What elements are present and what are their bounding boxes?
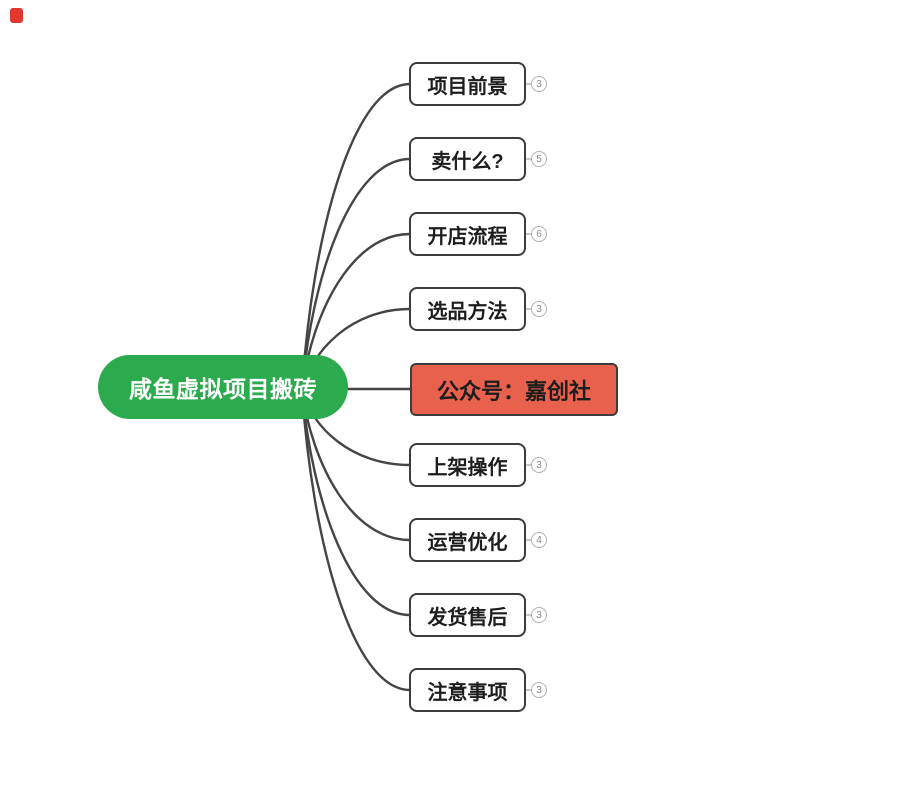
collapsed-count-badge[interactable]: 6 [531, 226, 547, 242]
connector-line [300, 388, 412, 692]
topic-node[interactable]: 开店流程 [409, 212, 526, 256]
collapsed-count-badge[interactable]: 3 [531, 301, 547, 317]
collapsed-count-badge[interactable]: 3 [531, 607, 547, 623]
topic-node[interactable]: 上架操作 [409, 443, 526, 487]
central-topic[interactable]: 咸鱼虚拟项目搬砖 [98, 355, 348, 419]
collapsed-count-badge[interactable]: 3 [531, 76, 547, 92]
collapsed-count-badge[interactable]: 5 [531, 151, 547, 167]
connector-line [300, 388, 412, 617]
collapsed-count-badge[interactable]: 3 [531, 457, 547, 473]
connector-line [300, 157, 412, 392]
topic-node[interactable]: 卖什么? [409, 137, 526, 181]
topic-node[interactable]: 发货售后 [409, 593, 526, 637]
connector-line [300, 82, 412, 392]
topic-node[interactable]: 运营优化 [409, 518, 526, 562]
collapsed-count-badge[interactable]: 4 [531, 532, 547, 548]
topic-node[interactable]: 注意事项 [409, 668, 526, 712]
topic-node[interactable]: 项目前景 [409, 62, 526, 106]
collapsed-count-badge[interactable]: 3 [531, 682, 547, 698]
topic-node-highlighted[interactable]: 公众号：嘉创社 [410, 363, 618, 416]
topic-node[interactable]: 选品方法 [409, 287, 526, 331]
corner-mark [10, 8, 23, 23]
